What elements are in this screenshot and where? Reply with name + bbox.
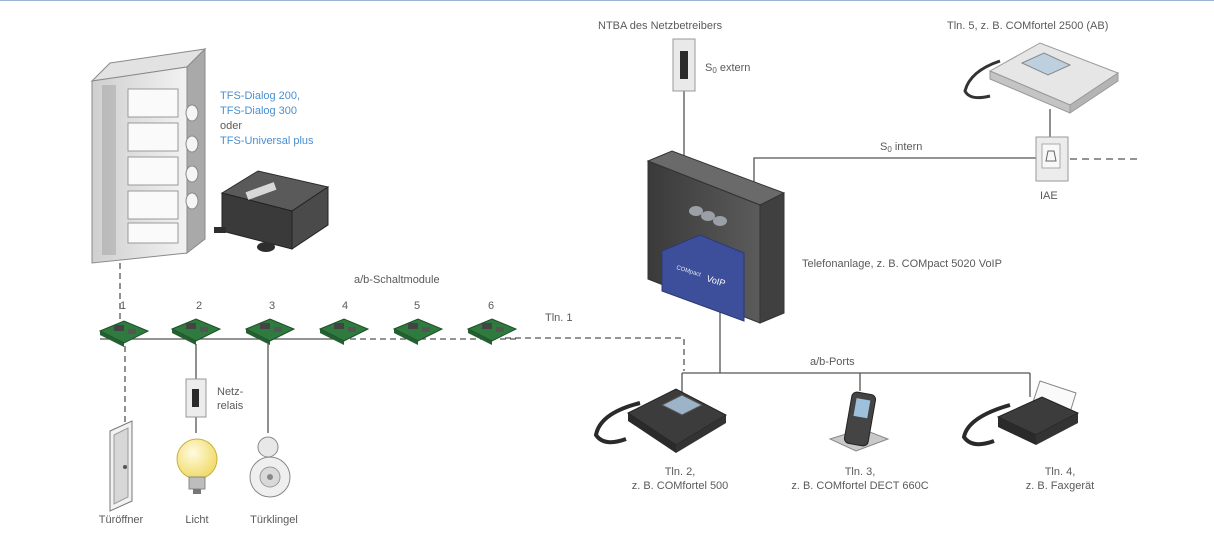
module-number-3: 3	[269, 300, 276, 312]
tln1-dashed-line	[505, 337, 685, 371]
door-device	[109, 420, 133, 512]
module-number-4: 4	[342, 300, 349, 312]
tln3-label-1: Tln. 3,	[844, 466, 876, 478]
pbx-device: COMpact VoIP	[646, 150, 786, 324]
ab-module-1	[98, 320, 150, 347]
ntba-label: NTBA des Netzbetreibers	[598, 20, 723, 32]
s0-intern-label: S0 intern	[880, 140, 922, 157]
module-number-2: 2	[196, 300, 203, 312]
s0-extern-sub: 0	[712, 66, 717, 75]
s0-intern-rest: intern	[891, 141, 923, 153]
ab-module-2	[170, 318, 222, 345]
licht-label: Licht	[185, 514, 209, 526]
tln2-label-1: Tln. 2,	[664, 466, 696, 478]
iae-label: IAE	[1040, 190, 1058, 202]
ab-schaltmodule-label: a/b-Schaltmodule	[354, 274, 440, 286]
door-station-device	[90, 47, 207, 264]
phone-tln2-device	[593, 388, 728, 453]
ab-module-5	[392, 318, 444, 345]
module-number-5: 5	[414, 300, 421, 312]
s0-intern-sub: 0	[887, 145, 892, 154]
doorbell-device	[249, 436, 291, 498]
door-station-label-1: TFS-Dialog 200,	[220, 90, 301, 102]
door-station-label-4: TFS-Universal plus	[220, 135, 314, 147]
tln4-label-2: z. B. Faxgerät	[1025, 480, 1095, 492]
tln1-label: Tln. 1	[545, 312, 573, 324]
dect-phone-tln3-device	[828, 391, 890, 452]
s0-extern-rest: extern	[716, 62, 751, 74]
netzrelais-device	[185, 378, 207, 418]
iae-socket-device	[1035, 136, 1069, 182]
module-number-6: 6	[488, 300, 495, 312]
light-bulb-device	[176, 438, 218, 494]
control-box-device	[214, 170, 330, 252]
ntba-device	[672, 38, 696, 92]
netzrelais-label-2: relais	[217, 400, 244, 412]
s0-extern-base: S	[705, 62, 713, 74]
ab-module-3	[244, 318, 296, 345]
fax-tln4-device	[961, 380, 1080, 447]
tueroeffner-label: Türöffner	[98, 514, 144, 526]
tln5-label: Tln. 5, z. B. COMfortel 2500 (AB)	[947, 20, 1109, 32]
s0-extern-label: S0 extern	[705, 61, 750, 78]
door-station-label-2: TFS-Dialog 300	[220, 105, 298, 117]
module-number-1: 1	[120, 300, 127, 312]
tln3-label-2: z. B. COMfortel DECT 660C	[791, 480, 929, 492]
ab-module-4	[318, 318, 370, 345]
s0-intern-line	[753, 157, 1040, 196]
tln2-label-2: z. B. COMfortel 500	[631, 480, 729, 492]
phone-tln5-device	[963, 42, 1120, 114]
ab-switch-modules	[98, 318, 518, 347]
netzrelais-label-1: Netz-	[217, 386, 244, 398]
tln4-label-1: Tln. 4,	[1044, 466, 1076, 478]
ab-ports-label: a/b-Ports	[810, 356, 855, 368]
telefonanlage-label: Telefonanlage, z. B. COMpact 5020 VoIP	[802, 258, 1002, 270]
ab-module-6	[466, 318, 518, 345]
tuerklingel-label: Türklingel	[250, 514, 298, 526]
door-station-label-3: oder	[220, 120, 243, 132]
s0-intern-base: S	[880, 141, 888, 153]
